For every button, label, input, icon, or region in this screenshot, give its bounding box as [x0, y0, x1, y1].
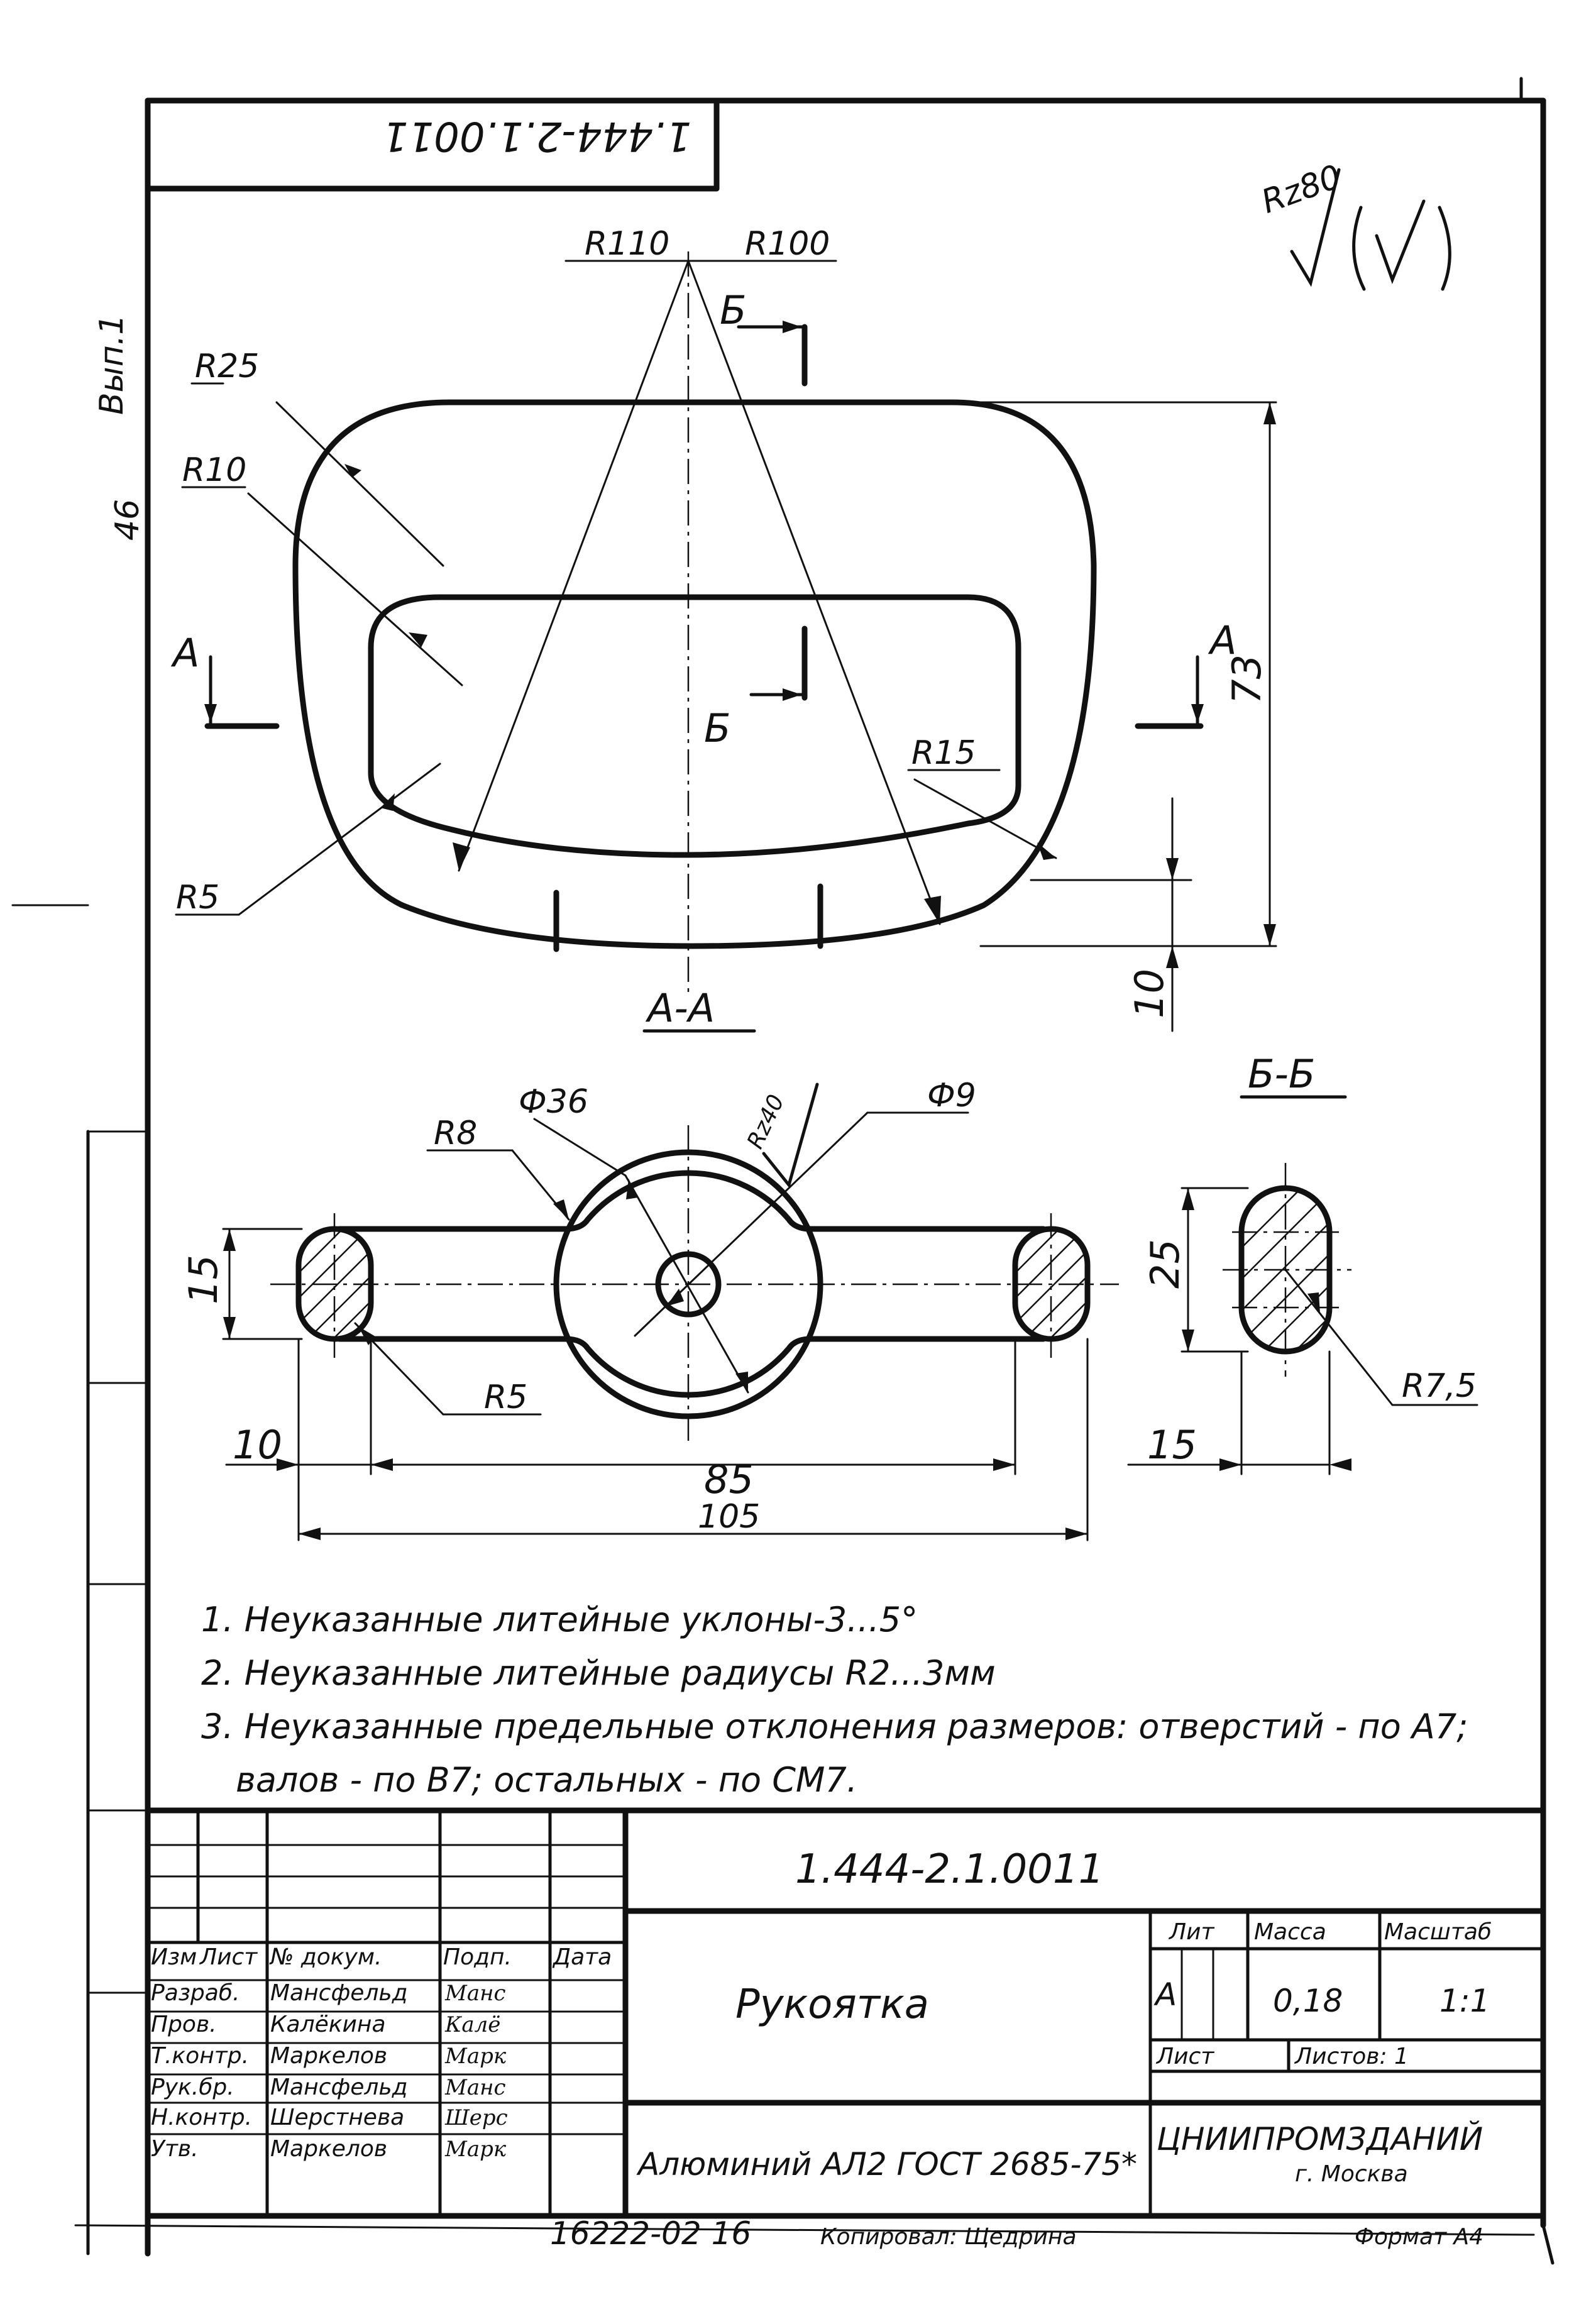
footer-code: 16222-02 16 [550, 2215, 751, 2252]
col-sign: Подп. [443, 1944, 512, 1970]
sheet-label: Лист [1155, 2044, 1214, 2069]
r7-5-label: R7,5 [1402, 1367, 1477, 1405]
r5-label: R5 [176, 879, 219, 917]
section-a-right-label: А [1208, 617, 1236, 663]
name-row: Маркелов [270, 2136, 387, 2162]
role-row: Разраб. [151, 1980, 239, 2006]
note-3: 3. Неуказанные предельные отклонения раз… [201, 1707, 1468, 1746]
signature-rows: Разраб. Мансфельд Манс Пров. Калёкина Ка… [151, 1980, 508, 2162]
roughness-mark-main: Rz80 [1257, 158, 1451, 291]
role-row: Рук.бр. [151, 2074, 234, 2100]
sheet-frame [11, 77, 1555, 2265]
rz40-label: Rz40 [742, 1091, 790, 1153]
section-a-left-label: А [170, 630, 199, 676]
section-bb-view [1127, 1163, 1478, 1475]
col-date: Дата [552, 1944, 612, 1970]
lit-value: А [1153, 1976, 1177, 2013]
title-block [145, 1807, 1546, 2219]
r100-label: R100 [745, 225, 830, 263]
format-label: Формат А4 [1355, 2224, 1483, 2250]
city: г. Москва [1295, 2161, 1408, 2187]
role-row: Утв. [151, 2136, 199, 2162]
col-izm: Изм [151, 1944, 197, 1970]
dim-10-plan-label: 10 [1126, 969, 1172, 1018]
technical-notes: 1. Неуказанные литейные уклоны-3...5° 2.… [201, 1600, 1468, 1800]
section-b-mid-label: Б [704, 705, 731, 751]
scale-value: 1:1 [1439, 1983, 1490, 2019]
doc-code: 1.444-2.1.0011 [795, 1846, 1104, 1893]
r5-aa-label: R5 [484, 1379, 527, 1416]
r25-label: R25 [195, 348, 259, 385]
col-doc: № докум. [269, 1944, 382, 1970]
section-b-top-label: Б [720, 287, 747, 333]
lit-label: Лит [1168, 1919, 1214, 1945]
signature: Калё [444, 2012, 500, 2037]
signature: Марк [444, 2044, 507, 2069]
name-row: Шерстнева [270, 2105, 404, 2130]
role-row: Н.контр. [151, 2105, 252, 2130]
dim-73-label: 73 [1224, 654, 1270, 704]
note-1: 1. Неуказанные литейные уклоны-3...5° [201, 1600, 918, 1639]
scale-label: Масштаб [1384, 1919, 1492, 1945]
r10-label: R10 [182, 451, 246, 489]
section-aa-title: А-А [645, 985, 715, 1031]
name-row: Мансфельд [270, 2074, 408, 2100]
name-row: Мансфельд [270, 1980, 408, 2006]
sheet-number-label: 46 [109, 499, 146, 541]
mass-value: 0,18 [1273, 1983, 1343, 2019]
mass-label: Масса [1254, 1919, 1326, 1945]
section-bb-title: Б-Б [1248, 1051, 1315, 1097]
role-row: Пров. [151, 2012, 217, 2037]
role-row: Т.контр. [151, 2043, 249, 2069]
note-2: 2. Неуказанные литейные радиусы R2...3мм [201, 1653, 996, 1693]
r15-label: R15 [911, 734, 976, 772]
signature: Манс [444, 2075, 506, 2100]
name-row: Калёкина [270, 2012, 386, 2037]
copied-by: Копировал: Щедрина [820, 2224, 1077, 2250]
dim-15-aa-label: 15 [180, 1255, 226, 1304]
note-3-continued: валов - по В7; остальных - по СМ7. [236, 1760, 857, 1800]
dim-25-label: 25 [1142, 1239, 1188, 1289]
signature: Марк [444, 2137, 507, 2162]
phi9-label: Ф9 [927, 1077, 976, 1115]
r8-label: R8 [434, 1115, 477, 1152]
section-aa-view [222, 1082, 1119, 1541]
vyp-label: Вып.1 [93, 314, 131, 415]
plan-view [175, 251, 1277, 1032]
signature: Манс [444, 1981, 506, 2006]
part-name: Рукоятка [735, 1981, 929, 2028]
dim-85-label: 85 [704, 1457, 754, 1502]
dim-105-label: 105 [698, 1498, 760, 1536]
col-list: Лист [199, 1944, 258, 1970]
material: Алюминий АЛ2 ГОСТ 2685-75* [636, 2146, 1137, 2183]
sheets-label: Листов: 1 [1294, 2044, 1409, 2069]
phi36-label: Ф36 [519, 1083, 588, 1121]
corner-code: 1.444-2.1.0011 [383, 113, 691, 159]
r110-label: R110 [585, 225, 669, 263]
corner-code-box: 1.444-2.1.0011 [145, 97, 720, 192]
dim-10-aa-label: 10 [233, 1422, 282, 1468]
organization: ЦНИИПРОМЗДАНИЙ [1157, 2120, 1483, 2157]
signature: Шерс [444, 2105, 508, 2130]
dim-15-bb-label: 15 [1147, 1422, 1197, 1468]
name-row: Маркелов [270, 2043, 387, 2069]
